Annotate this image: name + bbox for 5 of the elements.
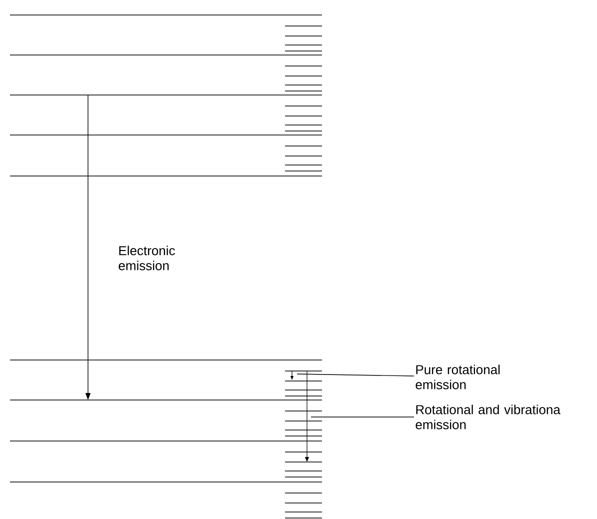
callout-label: Pure rotational emission	[416, 364, 500, 390]
leader-line	[296, 374, 414, 376]
leader-line	[310, 416, 414, 418]
transition-label: Electronic emission	[118, 246, 175, 270]
callout-label: Rotational and vibrationa emission	[416, 404, 560, 430]
